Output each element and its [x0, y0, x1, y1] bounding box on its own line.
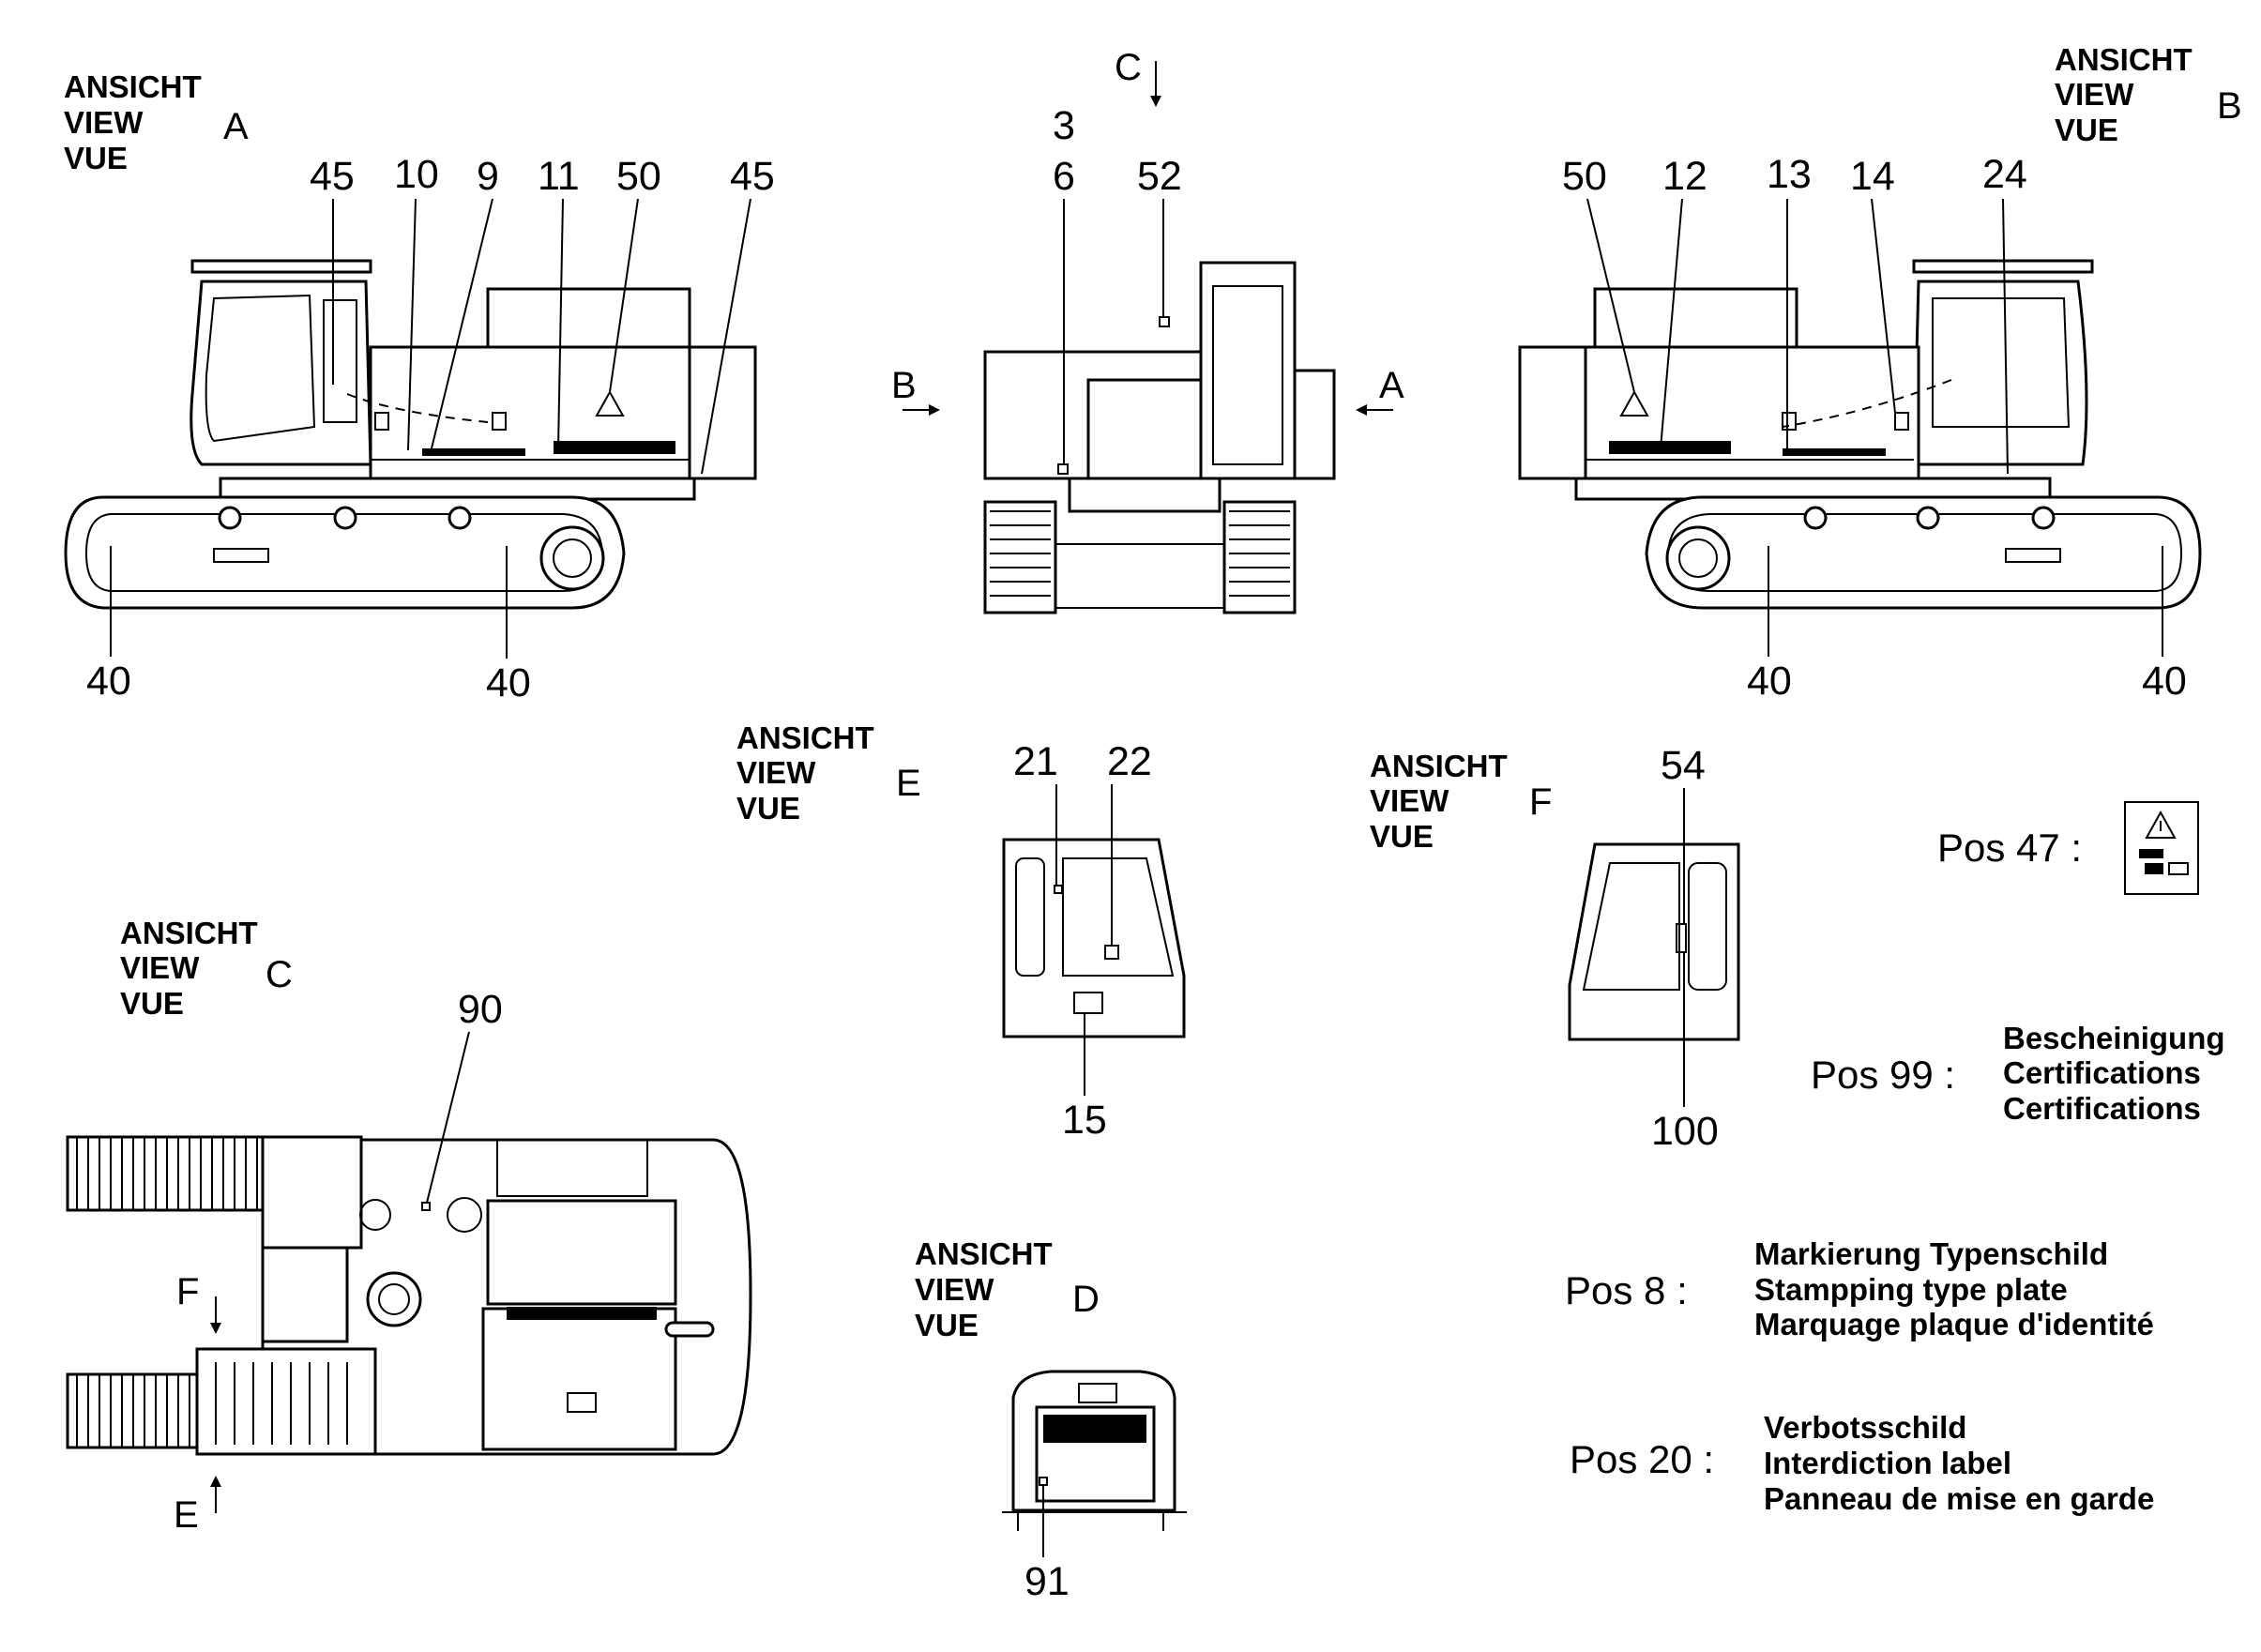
view-a-callouts: 45 10 9 11 50 45 40 40 [86, 152, 775, 705]
svg-text:E: E [174, 1494, 199, 1536]
svg-text:B: B [891, 365, 917, 406]
svg-text:Pos 8 :: Pos 8 : [1565, 1268, 1688, 1312]
legend-pos-47: Pos 47 : [1937, 801, 2199, 895]
view-f-title: ANSICHT VIEW VUE F [1370, 749, 1552, 854]
view-f-callouts: 54 100 [1651, 743, 1719, 1154]
view-c-arrows: F E [174, 1271, 221, 1536]
svg-text:F: F [1529, 781, 1552, 823]
svg-text:B: B [2217, 85, 2242, 127]
svg-text:24: 24 [1982, 152, 2027, 197]
svg-text:VUE: VUE [736, 791, 800, 826]
warning-triangle-icon [595, 389, 625, 417]
svg-text:C: C [266, 954, 293, 995]
legend-pos-99: Pos 99 : Bescheinigung Certifications Ce… [1811, 1021, 2225, 1126]
svg-text:E: E [896, 763, 921, 804]
svg-text:Panneau de mise en garde: Panneau de mise en garde [1764, 1481, 2154, 1516]
svg-text:10: 10 [394, 152, 439, 197]
svg-text:Certifications: Certifications [2003, 1091, 2201, 1126]
svg-text:22: 22 [1107, 739, 1152, 784]
view-b-title: ANSICHT VIEW VUE B [2055, 42, 2242, 147]
svg-text:Certifications: Certifications [2003, 1055, 2201, 1090]
svg-text:VUE: VUE [915, 1308, 979, 1342]
view-e-title: ANSICHT VIEW VUE E [736, 720, 921, 826]
svg-text:45: 45 [310, 154, 355, 199]
svg-text:12: 12 [1662, 154, 1707, 199]
svg-text:VUE: VUE [1370, 819, 1434, 854]
svg-text:D: D [1072, 1279, 1100, 1320]
svg-text:Pos 20 :: Pos 20 : [1570, 1437, 1714, 1481]
svg-text:Markierung Typenschild: Markierung Typenschild [1754, 1236, 2108, 1271]
svg-text:21: 21 [1013, 739, 1058, 784]
view-d-callouts: 91 [1024, 1485, 1070, 1604]
svg-text:11: 11 [538, 154, 580, 199]
front-view-arrows: C B A [891, 47, 1404, 416]
svg-text:14: 14 [1850, 154, 1895, 199]
safety-pictogram-icon [2124, 801, 2199, 895]
svg-text:40: 40 [86, 659, 131, 704]
svg-text:ANSICHT: ANSICHT [736, 720, 874, 755]
svg-text:Marquage plaque d'identité: Marquage plaque d'identité [1754, 1307, 2154, 1341]
legend-pos-20: Pos 20 : Verbotsschild Interdiction labe… [1570, 1410, 2154, 1516]
svg-text:100: 100 [1651, 1109, 1719, 1154]
view-a-title: ANSICHT VIEW VUE A [64, 69, 249, 175]
view-c-callouts: 90 [426, 987, 503, 1204]
svg-text:VIEW: VIEW [120, 950, 200, 985]
front-view-drawing [983, 261, 1336, 614]
svg-text:ANSICHT: ANSICHT [64, 69, 202, 104]
svg-text:Stampping type plate: Stampping type plate [1754, 1272, 2068, 1307]
view-c-plan-drawing [66, 1135, 752, 1456]
svg-text:C: C [1115, 47, 1142, 88]
svg-text:40: 40 [2142, 659, 2187, 704]
view-e-callouts: 21 22 15 [1013, 739, 1152, 1143]
view-e-cab-drawing [1002, 838, 1186, 1038]
view-a-excavator-drawing [64, 259, 757, 610]
svg-text:ANSICHT: ANSICHT [2055, 42, 2193, 77]
svg-text:ANSICHT: ANSICHT [915, 1236, 1053, 1271]
svg-text:VUE: VUE [2055, 113, 2118, 147]
svg-text:3: 3 [1053, 103, 1075, 148]
svg-text:ANSICHT: ANSICHT [1370, 749, 1508, 783]
warning-triangle-icon [1619, 389, 1649, 417]
svg-text:Pos 99 :: Pos 99 : [1811, 1053, 1955, 1097]
svg-text:F: F [176, 1271, 199, 1312]
view-b-callouts: 50 12 13 14 24 40 40 [1562, 152, 2187, 704]
front-view-callouts: 3 6 52 [1053, 103, 1182, 464]
svg-text:91: 91 [1024, 1559, 1070, 1604]
svg-text:54: 54 [1661, 743, 1706, 788]
svg-text:50: 50 [616, 154, 661, 199]
svg-text:VIEW: VIEW [915, 1272, 994, 1307]
svg-text:A: A [223, 106, 249, 147]
legend-pos-8: Pos 8 : Markierung Typenschild Stampping… [1565, 1236, 2154, 1341]
svg-text:VUE: VUE [64, 141, 128, 175]
svg-text:6: 6 [1053, 154, 1075, 199]
svg-text:90: 90 [458, 987, 503, 1032]
svg-text:50: 50 [1562, 154, 1607, 199]
svg-text:ANSICHT: ANSICHT [120, 916, 258, 950]
svg-text:Bescheinigung: Bescheinigung [2003, 1021, 2225, 1055]
svg-text:13: 13 [1767, 152, 1812, 197]
view-f-cab-drawing [1568, 842, 1740, 1041]
svg-text:15: 15 [1062, 1098, 1107, 1143]
svg-text:VIEW: VIEW [64, 105, 144, 140]
svg-text:45: 45 [730, 154, 775, 199]
svg-text:40: 40 [1747, 659, 1792, 704]
svg-text:VIEW: VIEW [1370, 783, 1449, 818]
view-c-title: ANSICHT VIEW VUE C [120, 916, 293, 1021]
svg-text:VIEW: VIEW [2055, 77, 2134, 112]
svg-text:Verbotsschild: Verbotsschild [1764, 1410, 1966, 1445]
svg-text:Interdiction label: Interdiction label [1764, 1446, 2011, 1480]
svg-text:VIEW: VIEW [736, 755, 816, 790]
view-d-title: ANSICHT VIEW VUE D [915, 1236, 1100, 1342]
svg-text:Pos 47 :: Pos 47 : [1937, 826, 2082, 870]
svg-text:40: 40 [486, 660, 531, 705]
svg-text:52: 52 [1137, 154, 1182, 199]
svg-text:9: 9 [477, 154, 499, 199]
view-d-rear-drawing [1002, 1370, 1187, 1531]
svg-text:A: A [1379, 365, 1404, 406]
view-b-excavator-drawing [1518, 259, 2202, 610]
svg-text:VUE: VUE [120, 986, 184, 1021]
